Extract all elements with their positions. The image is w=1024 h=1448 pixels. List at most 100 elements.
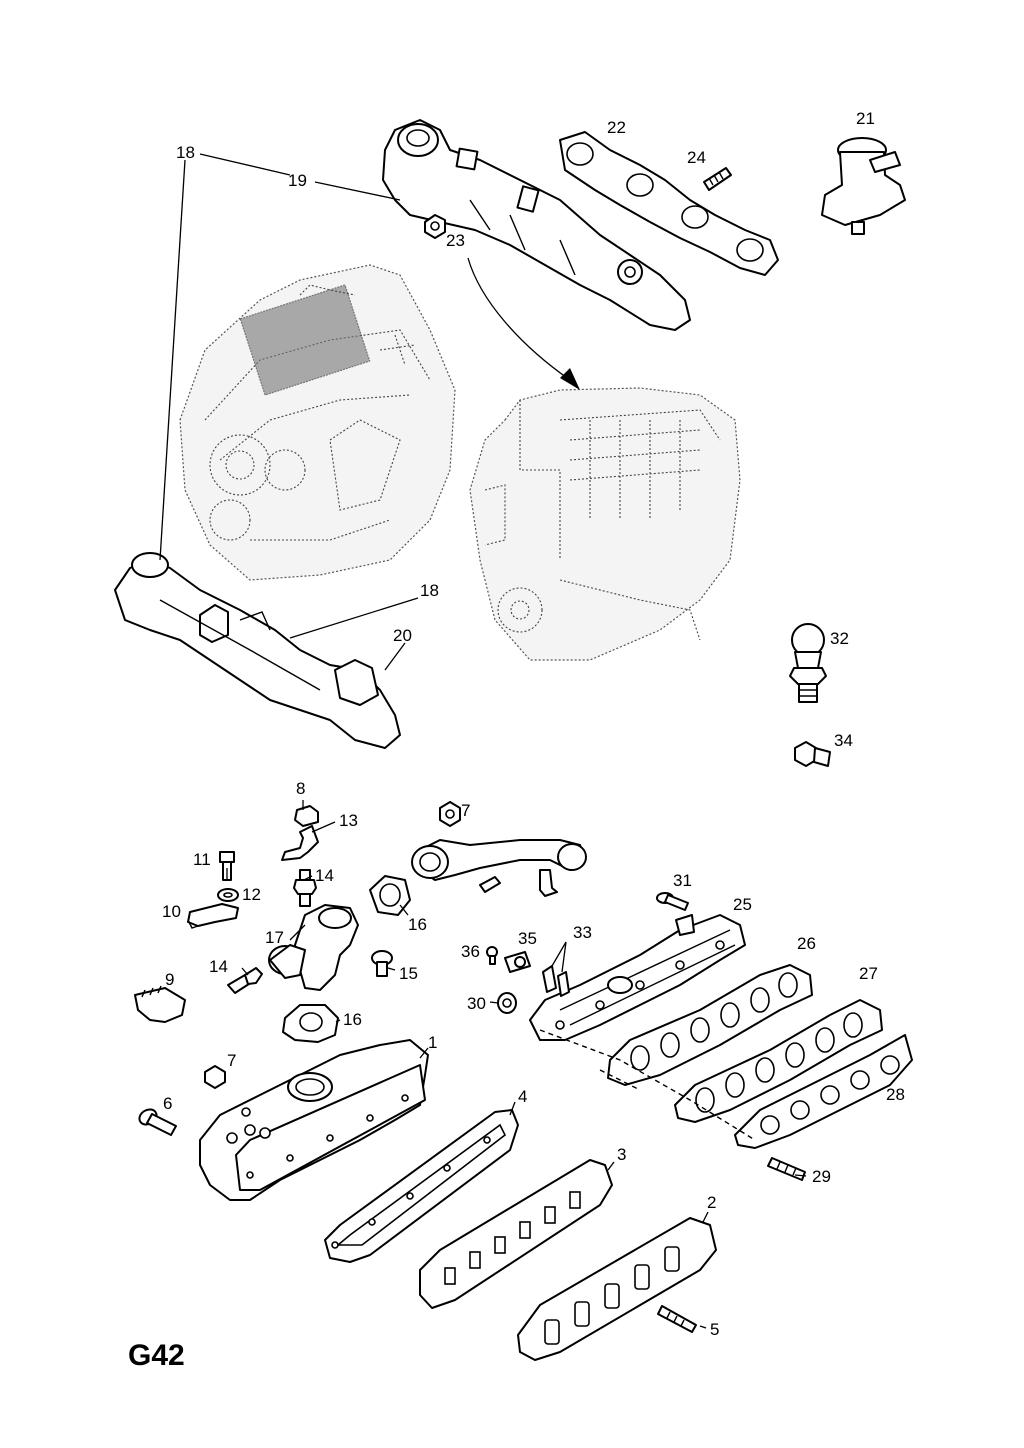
gasket-22 xyxy=(559,131,779,276)
pressure-sensor-32 xyxy=(789,623,827,703)
callout-36: 36 xyxy=(461,942,480,961)
callout-32: 32 xyxy=(830,629,849,648)
callout-23: 23 xyxy=(446,231,465,250)
callout-30: 30 xyxy=(467,994,486,1013)
nut-23 xyxy=(424,214,446,239)
bolt-6 xyxy=(138,1108,177,1136)
callout-22: 22 xyxy=(607,118,626,137)
callout-13: 13 xyxy=(339,811,358,830)
sheet-code: G42 xyxy=(128,1339,185,1372)
stud-5 xyxy=(657,1305,697,1333)
callout-7-upper: 7 xyxy=(461,801,470,820)
stud-14-lower xyxy=(227,967,263,994)
callout-8: 8 xyxy=(296,779,305,798)
leader-16a xyxy=(399,904,409,916)
leader-19 xyxy=(314,181,401,201)
nut-7-lower xyxy=(204,1065,226,1089)
gasket-28 xyxy=(734,1034,913,1149)
callout-17: 17 xyxy=(265,928,284,947)
leader-18b xyxy=(289,597,419,639)
manifold-25 xyxy=(529,914,746,1041)
gasket-2 xyxy=(517,1217,717,1361)
leader-5 xyxy=(699,1325,707,1329)
callout-1: 1 xyxy=(428,1033,437,1052)
callout-12: 12 xyxy=(242,885,261,904)
leader-30 xyxy=(489,1001,499,1004)
bracket-13 xyxy=(281,825,319,861)
callout-10: 10 xyxy=(162,902,181,921)
leader-18a-to-19 xyxy=(199,153,291,176)
callout-16-upper: 16 xyxy=(408,915,427,934)
callout-2: 2 xyxy=(707,1193,716,1212)
callout-33: 33 xyxy=(573,923,592,942)
callout-28: 28 xyxy=(886,1085,905,1104)
callout-27: 27 xyxy=(859,964,878,983)
leader-13 xyxy=(311,821,336,833)
callout-24: 24 xyxy=(687,148,706,167)
callout-26: 26 xyxy=(797,934,816,953)
leader-15 xyxy=(387,967,396,971)
callout-19: 19 xyxy=(288,171,307,190)
nut-8 xyxy=(294,805,319,827)
exhaust-manifold-19 xyxy=(382,119,691,331)
gasket-4 xyxy=(324,1109,519,1263)
throttle-body-17 xyxy=(268,904,359,991)
gasket-27 xyxy=(674,999,883,1123)
assembly-arrow xyxy=(467,257,571,381)
egr-valve-21 xyxy=(821,137,906,235)
leader-18a-down xyxy=(159,159,186,561)
gasket-16-lower xyxy=(282,1004,339,1043)
callout-3: 3 xyxy=(617,1145,626,1164)
washer-12 xyxy=(217,888,239,902)
callout-25: 25 xyxy=(733,895,752,914)
engine-left-drawing xyxy=(179,264,456,581)
bolt-31 xyxy=(656,892,689,911)
callout-9: 9 xyxy=(165,970,174,989)
callout-18-lower: 18 xyxy=(420,581,439,600)
callout-4: 4 xyxy=(518,1087,527,1106)
leader-2 xyxy=(702,1211,709,1223)
leader-16b xyxy=(335,1019,341,1023)
connector-9 xyxy=(134,985,186,1023)
stud-24 xyxy=(703,167,732,191)
egr-tube xyxy=(411,839,587,897)
studs-33 xyxy=(542,965,570,997)
gasket-26 xyxy=(607,964,813,1086)
leader-20 xyxy=(384,642,406,671)
assembly-line-aux xyxy=(599,1069,641,1091)
nut-30 xyxy=(497,992,517,1014)
callout-11: 11 xyxy=(193,850,211,869)
leader-1 xyxy=(419,1047,429,1059)
leader-33 xyxy=(551,941,567,973)
bracket-10 xyxy=(187,903,239,929)
callout-6: 6 xyxy=(163,1094,172,1113)
gasket-3 xyxy=(419,1159,613,1309)
callout-18: 18 xyxy=(176,143,195,162)
callout-14-lower: 14 xyxy=(209,957,228,976)
leader-29 xyxy=(794,1174,807,1177)
bolt-15 xyxy=(371,950,393,977)
leader-3 xyxy=(607,1161,615,1171)
callout-7-lower: 7 xyxy=(227,1051,236,1070)
egr-pipe-20 xyxy=(114,552,401,749)
leader-17 xyxy=(289,924,306,941)
stud-14-upper xyxy=(293,869,317,907)
callout-31: 31 xyxy=(673,871,692,890)
stud-29 xyxy=(767,1157,806,1181)
arrowhead xyxy=(560,368,580,390)
callout-16-lower: 16 xyxy=(343,1010,362,1029)
intake-manifold-1 xyxy=(199,1039,429,1201)
leader-14a xyxy=(303,875,313,881)
sensor-35 xyxy=(504,951,531,973)
callout-21: 21 xyxy=(856,109,875,128)
callout-29: 29 xyxy=(812,1167,831,1186)
callout-34: 34 xyxy=(834,731,853,750)
callout-35: 35 xyxy=(518,929,537,948)
bolt-34 xyxy=(794,741,831,767)
callout-5: 5 xyxy=(710,1320,719,1339)
callout-14-upper: 14 xyxy=(315,866,334,885)
leader-4 xyxy=(509,1101,516,1116)
screw-36 xyxy=(486,946,498,965)
